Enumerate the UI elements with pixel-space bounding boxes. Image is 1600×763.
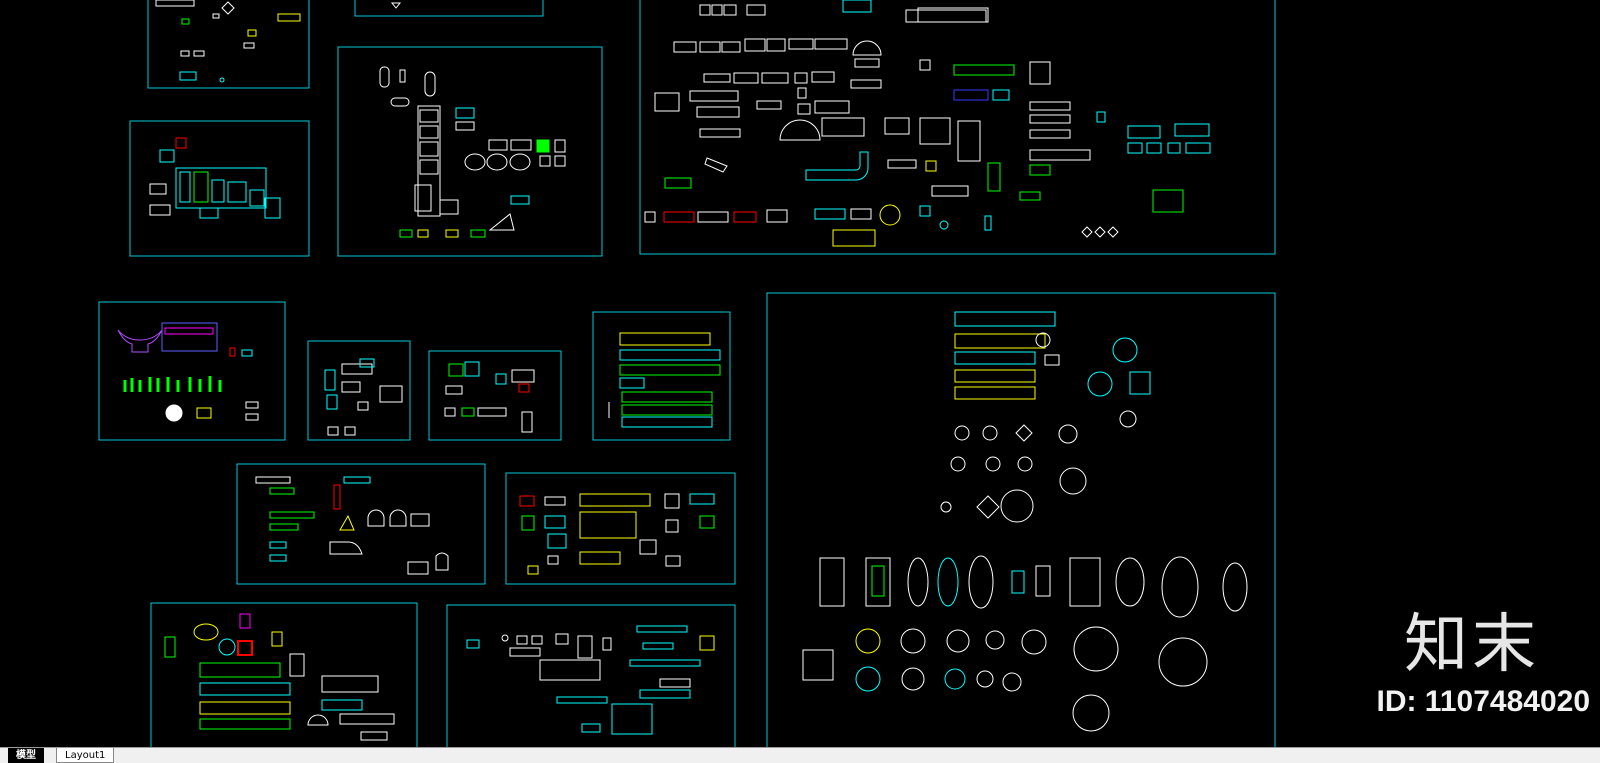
- cluster-people: [149, 137, 281, 219]
- watermark: 知末 ID: 1107484020: [1376, 593, 1590, 719]
- cad-model-space[interactable]: 知末 ID: 1107484020: [0, 0, 1600, 747]
- watermark-brand: 知末: [1404, 608, 1540, 682]
- cad-drawing: [98, 0, 1276, 747]
- frame-group: [98, 0, 1276, 747]
- frame-kitchen: [236, 463, 486, 585]
- frame-small-a: [307, 340, 411, 441]
- frame-top-strip: [354, 0, 544, 17]
- frame-top-left-small: [147, 0, 310, 89]
- cluster-small-a: [324, 358, 403, 436]
- cluster-sofas: [644, 0, 1211, 247]
- cluster-misc-white: [466, 625, 715, 735]
- frame-small-b: [428, 350, 562, 441]
- watermark-id: ID: 1107484020: [1376, 685, 1590, 718]
- cluster-top-strip: [390, 2, 402, 9]
- cluster-dining: [802, 311, 1248, 732]
- tab-model[interactable]: 模型: [8, 748, 44, 763]
- layout-tab-bar: 模型 Layout1: [0, 747, 1600, 763]
- tab-layout1[interactable]: Layout1: [56, 748, 115, 763]
- cluster-icons-mix: [117, 322, 259, 422]
- cluster-fixtures: [379, 66, 566, 238]
- frame-misc-white: [446, 604, 736, 747]
- frame-yellow-chairs: [505, 472, 736, 585]
- cluster-yellow-chairs: [519, 493, 715, 575]
- cluster-kitchen: [255, 476, 449, 575]
- cluster-chairs-grid: [608, 332, 721, 428]
- cluster-bath-colored: [164, 613, 395, 741]
- frame-dining: [766, 292, 1276, 747]
- frame-chairs-grid: [592, 311, 731, 441]
- frame-fixtures: [337, 46, 603, 257]
- cluster-top-left: [155, 0, 301, 83]
- frame-icons-mix: [98, 301, 286, 441]
- frame-bath-colored: [150, 602, 418, 747]
- cluster-small-b: [444, 361, 535, 433]
- frame-sofas: [639, 0, 1276, 255]
- frame-people-cyan: [129, 120, 310, 257]
